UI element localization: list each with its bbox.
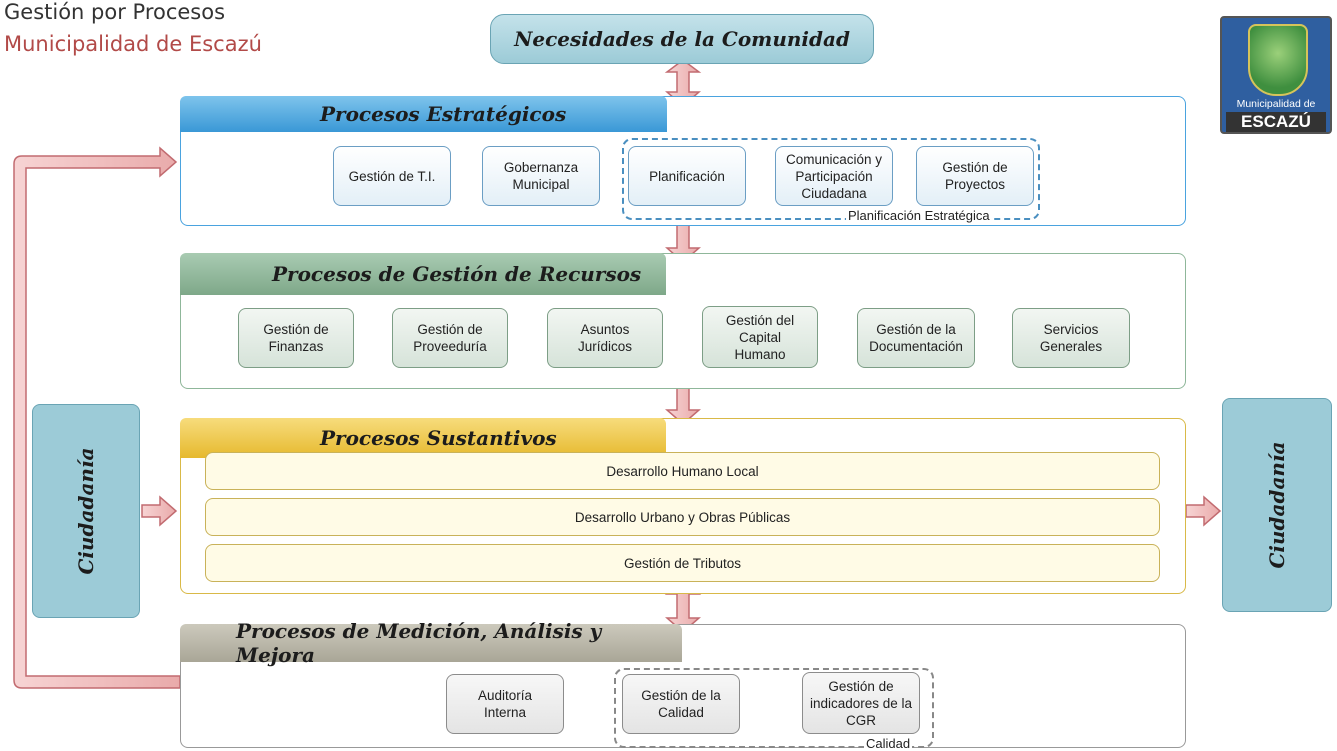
box-servicios-generales: Servicios Generales [1012,308,1130,368]
feedback-loop-arrow [13,146,181,689]
box-gestion-ti: Gestión de T.I. [333,146,451,206]
logo-line1: Municipalidad de [1236,98,1316,110]
logo-line2: ESCAZÚ [1226,112,1326,132]
page-subtitle: Municipalidad de Escazú [4,32,262,56]
box-comunicacion: Comunicación y Participación Ciudadana [775,146,893,206]
band-gestion-tributos: Gestión de Tributos [205,544,1160,582]
box-gestion-proyectos: Gestión de Proyectos [916,146,1034,206]
arrow-out-of-sustantivos [1185,495,1222,527]
band-desarrollo-humano: Desarrollo Humano Local [205,452,1160,490]
ciudadania-right-box: Ciudadanía [1222,398,1332,612]
box-capital-humano: Gestión del Capital Humano [702,306,818,368]
ciudadania-left-label: Ciudadanía [74,447,98,575]
box-proveeduria: Gestión de Proveeduría [392,308,508,368]
estrategicos-tab: Procesos Estratégicos [180,96,667,132]
ciudadania-left-box: Ciudadanía [32,404,140,618]
box-auditoria-interna: Auditoría Interna [446,674,564,734]
shield-icon [1248,24,1308,96]
box-planificacion: Planificación [628,146,746,206]
medicion-tab: Procesos de Medición, Análisis y Mejora [180,619,682,667]
calidad-label: Calidad [864,736,913,751]
box-gobernanza: Gobernanza Municipal [482,146,600,206]
planificacion-estrategica-group [622,138,1040,220]
municipal-logo: Municipalidad de ESCAZÚ [1220,16,1332,134]
planificacion-estrategica-label: Planificación Estratégica [846,208,992,223]
band-desarrollo-urbano: Desarrollo Urbano y Obras Públicas [205,498,1160,536]
ciudadania-right-label: Ciudadanía [1265,441,1289,569]
box-gestion-calidad: Gestión de la Calidad [622,674,740,734]
box-indicadores-cgr: Gestión de indicadores de la CGR [802,672,920,734]
page-title: Gestión por Procesos [4,0,226,24]
arrow-into-sustantivos [141,495,178,527]
calidad-group [614,668,934,748]
sustantivos-tab: Procesos Sustantivos [180,418,666,458]
box-asuntos-juridicos: Asuntos Jurídicos [547,308,663,368]
box-documentacion: Gestión de la Documentación [857,308,975,368]
recursos-tab: Procesos de Gestión de Recursos [180,253,666,295]
box-finanzas: Gestión de Finanzas [238,308,354,368]
necesidades-box: Necesidades de la Comunidad [490,14,874,64]
